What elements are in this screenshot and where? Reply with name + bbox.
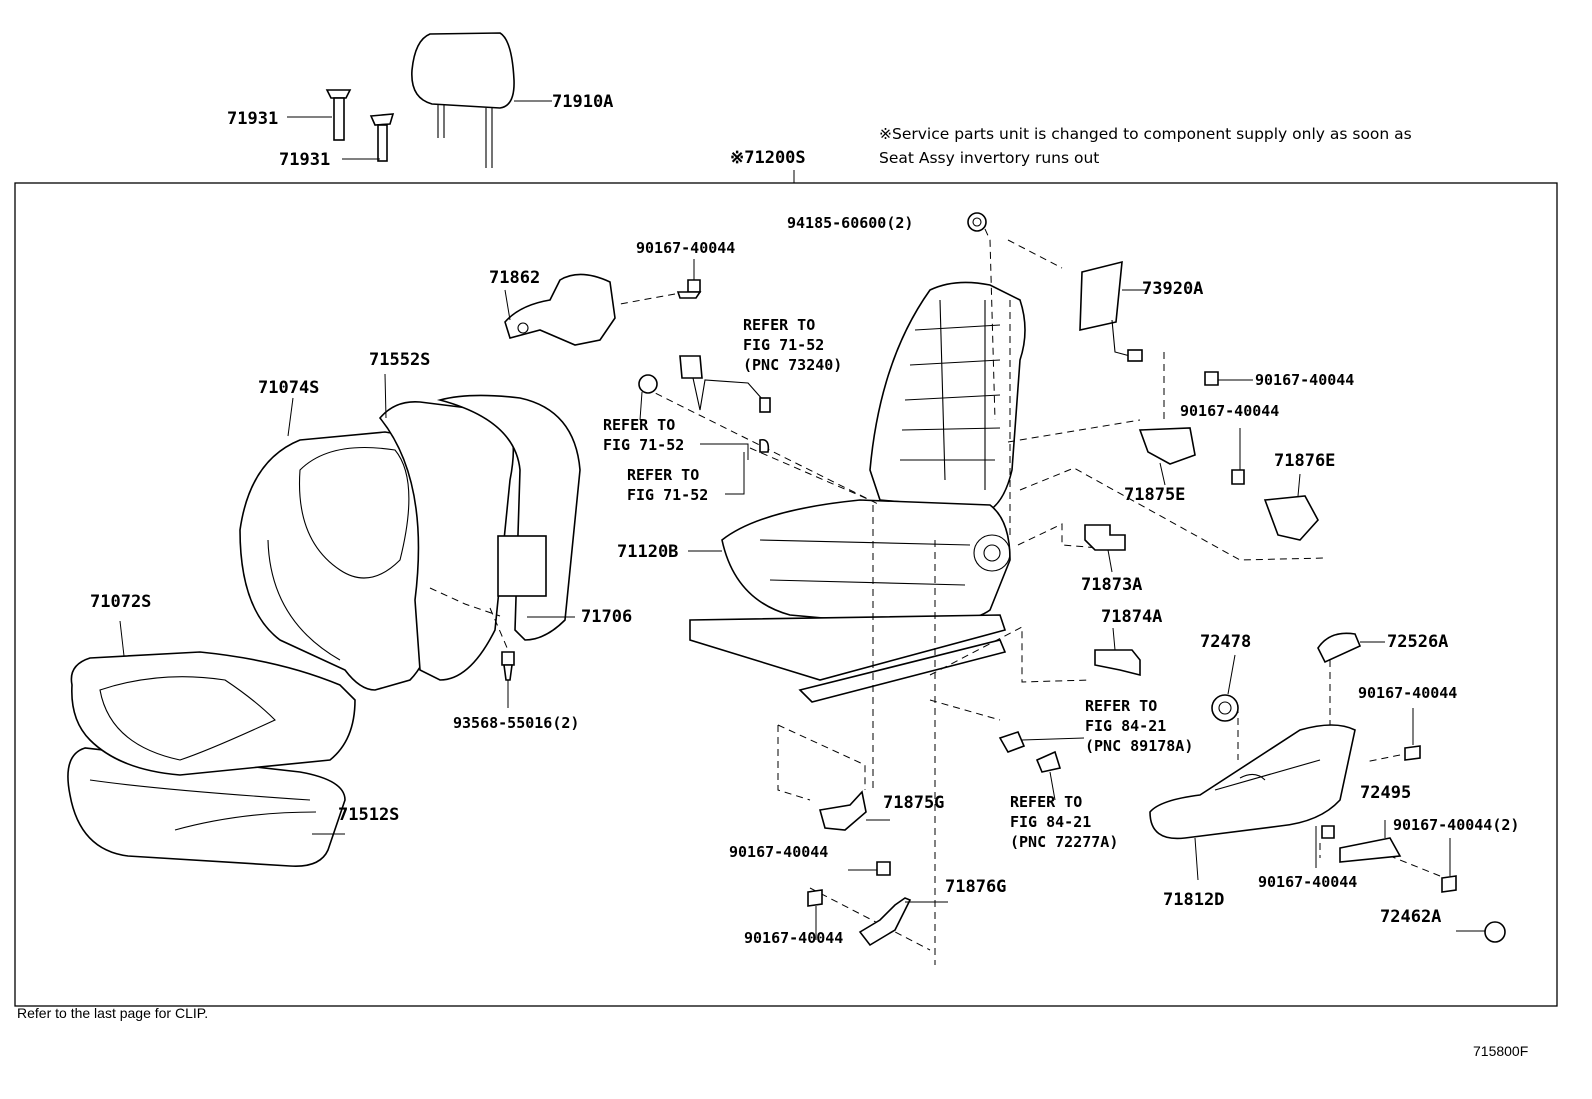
bolts-bottom-right-drawing xyxy=(1315,825,1506,943)
part-label: 71873A xyxy=(1081,575,1142,595)
refer-line: (PNC 72277A) xyxy=(1010,833,1118,851)
part-label: 71875E xyxy=(1124,485,1185,505)
part-label: 90167-40044 xyxy=(636,239,735,257)
lever-72526A-drawing xyxy=(1317,632,1385,664)
part-label: 71874A xyxy=(1101,607,1162,627)
part-label: 90167-40044 xyxy=(744,929,843,947)
part-label: 90167-40044 xyxy=(1358,684,1457,702)
refer-line: FIG 84-21 xyxy=(1010,813,1091,831)
refer-line: REFER TO xyxy=(743,316,815,334)
bolt-90167-r3-drawing xyxy=(1404,708,1421,761)
refer-line: REFER TO xyxy=(1010,793,1082,811)
assembly-frame xyxy=(14,182,1558,1007)
cover-71876E-drawing xyxy=(1263,473,1319,541)
shield-71862-drawing xyxy=(504,273,616,346)
refer-line: FIG 71-52 xyxy=(627,486,708,504)
part-label: 72495 xyxy=(1360,783,1411,803)
refer-line: FIG 71-52 xyxy=(603,436,684,454)
part-label: 93568-55016(2) xyxy=(453,714,579,732)
shield-71812D-drawing xyxy=(1149,724,1356,881)
headrest-guide-drawing xyxy=(287,89,395,162)
note-line-2: Seat Assy invertory runs out xyxy=(879,149,1099,167)
footer-note: Refer to the last page for CLIP. xyxy=(17,1005,208,1021)
part-label: 72462A xyxy=(1380,907,1441,927)
sensor-refer-drawing xyxy=(998,731,1085,801)
part-label: 71876E xyxy=(1274,451,1335,471)
part-label: 73920A xyxy=(1142,279,1203,299)
bolts-bottom-left-drawing xyxy=(807,861,891,940)
lever-72495-drawing xyxy=(1339,820,1402,863)
part-label: 71812D xyxy=(1163,890,1224,910)
knob-72478-drawing xyxy=(1211,654,1239,722)
part-label: 71706 xyxy=(581,607,632,627)
buckle-drawing xyxy=(638,355,771,453)
part-label: 71875G xyxy=(883,793,944,813)
headrest-drawing xyxy=(411,32,552,168)
cover-71875E-drawing xyxy=(1138,427,1196,486)
seat-cushion-drawing xyxy=(67,620,356,867)
part-label: 90167-40044 xyxy=(1255,371,1354,389)
seat-frame-drawing xyxy=(688,281,1026,703)
part-label: 71512S xyxy=(338,805,399,825)
part-label: 94185-60600(2) xyxy=(787,214,913,232)
clip-93568-drawing xyxy=(489,607,515,708)
part-label: 71074S xyxy=(258,378,319,398)
airbag-73920A-drawing xyxy=(1079,260,1146,362)
part-label: 71120B xyxy=(617,542,678,562)
refer-line: FIG 84-21 xyxy=(1085,717,1166,735)
refer-line: REFER TO xyxy=(1085,697,1157,715)
part-label: 71931 xyxy=(279,150,330,170)
nut-94185-drawing xyxy=(967,212,987,232)
part-label: 71931 xyxy=(227,109,278,129)
refer-line: (PNC 89178A) xyxy=(1085,737,1193,755)
refer-line: REFER TO xyxy=(627,466,699,484)
bolt-top-drawing xyxy=(676,259,702,299)
bolts-right-drawing xyxy=(1204,371,1253,485)
bracket-71873A-drawing xyxy=(1084,524,1126,573)
cover-71875G-drawing xyxy=(818,790,890,831)
part-label: 72478 xyxy=(1200,632,1251,652)
refer-line: FIG 71-52 xyxy=(743,336,824,354)
cover-71876G-drawing xyxy=(858,897,948,947)
part-label: 72526A xyxy=(1387,632,1448,652)
note-line-1: ※Service parts unit is changed to compon… xyxy=(879,125,1412,143)
part-label: 90167-40044 xyxy=(729,843,828,861)
part-label: 71910A xyxy=(552,92,613,112)
bracket-71874A-drawing xyxy=(1094,627,1141,677)
part-label: 90167-40044(2) xyxy=(1393,816,1519,834)
part-label: 71876G xyxy=(945,877,1006,897)
part-label: 71552S xyxy=(369,350,430,370)
part-label: 90167-40044 xyxy=(1258,873,1357,891)
part-label: 71072S xyxy=(90,592,151,612)
part-label: 71862 xyxy=(489,268,540,288)
refer-line: REFER TO xyxy=(603,416,675,434)
refer-line: (PNC 73240) xyxy=(743,356,842,374)
figure-id: 715800F xyxy=(1473,1043,1528,1059)
assembly-label: ※71200S xyxy=(730,148,806,168)
part-label: 90167-40044 xyxy=(1180,402,1279,420)
seat-back-pad-drawing xyxy=(378,373,581,681)
